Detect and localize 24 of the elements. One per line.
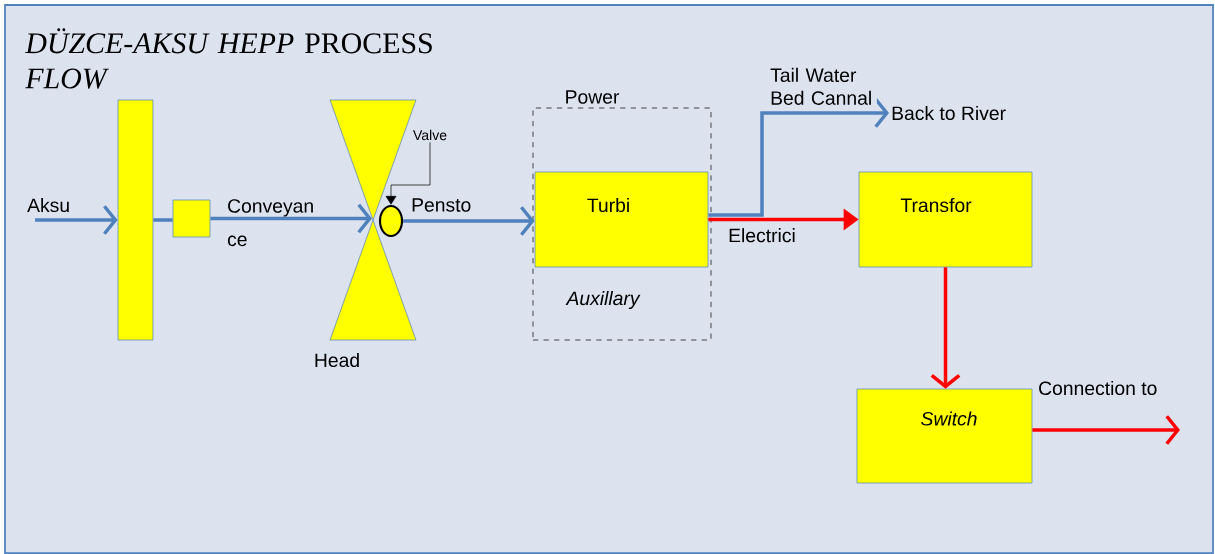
node-label: Head [315, 352, 359, 368]
bar [117, 99, 154, 341]
edge-label: Tail Water Bed Cannal [768, 66, 877, 107]
edge-label: Conveyan ce [227, 199, 313, 247]
leader-line [385, 141, 431, 205]
process-box: Switch [856, 388, 1033, 484]
group-label: Power [566, 90, 620, 104]
process-box: Turbi [534, 171, 709, 268]
arrow [1032, 415, 1180, 445]
valve-label: Valve [413, 129, 447, 141]
edge-label: Connection to [1036, 379, 1160, 397]
arrow [708, 98, 889, 217]
square-box [172, 199, 211, 238]
arrow [35, 205, 118, 235]
group-label: Auxillary [565, 291, 641, 309]
edge-label: Electrici [726, 226, 798, 245]
title: DÜZCE-AKSU HEPP PROCESS FLOW [25, 28, 432, 89]
flow-label: Back to River [892, 105, 1006, 121]
arrow [403, 206, 535, 236]
arrow [930, 267, 961, 389]
edge-label: Aksu [25, 196, 72, 214]
arrow [210, 203, 372, 234]
process-box: Transfor [858, 171, 1033, 268]
connector-line [153, 218, 173, 222]
